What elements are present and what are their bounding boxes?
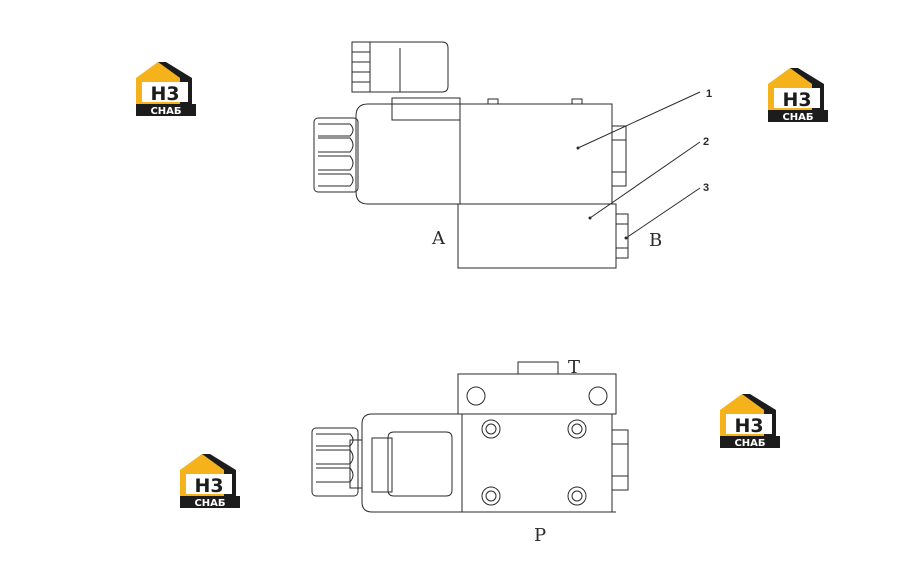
t-port-tab [517,361,559,375]
port-label-b: B [649,230,662,251]
logo-wordmark: CHAБ [150,106,181,117]
port-label-t: T [568,357,580,378]
logo-mark-text: H3 [734,415,763,437]
side-view [313,41,701,269]
logo-mark-text: H3 [782,89,811,111]
top-view [311,361,629,513]
logo-wordmark: CHAБ [734,438,765,449]
manual-knob-top [311,427,359,497]
logo-mid-right: H3 CHAБ [720,394,780,449]
logo-top-left: H3 CHAБ [136,62,196,117]
connector-cap [351,41,371,93]
connector-body [369,41,449,93]
callout-3: 3 [703,182,709,194]
logo-bottom-left: H3 CHAБ [180,454,240,509]
mounting-block [457,373,617,415]
logo-top-right: H3 CHAБ [768,68,828,123]
body-plate [461,413,613,513]
connector-top [387,431,453,497]
solenoid-outline [361,413,613,513]
solenoid-coil [355,103,613,205]
callout-2: 2 [703,136,709,148]
logo-mark-text: H3 [150,83,179,105]
body-plug [615,213,629,259]
end-nut-top [611,429,629,491]
callout-1: 1 [706,88,712,100]
port-label-a: A [431,228,446,249]
manual-knob [313,117,359,193]
logo-wordmark: CHAБ [194,498,225,509]
connector-base [391,97,461,121]
port-label-p: P [534,525,546,546]
end-nut [611,125,627,187]
valve-body [457,203,617,269]
logo-wordmark: CHAБ [782,112,813,123]
logo-mark-text: H3 [194,475,223,497]
